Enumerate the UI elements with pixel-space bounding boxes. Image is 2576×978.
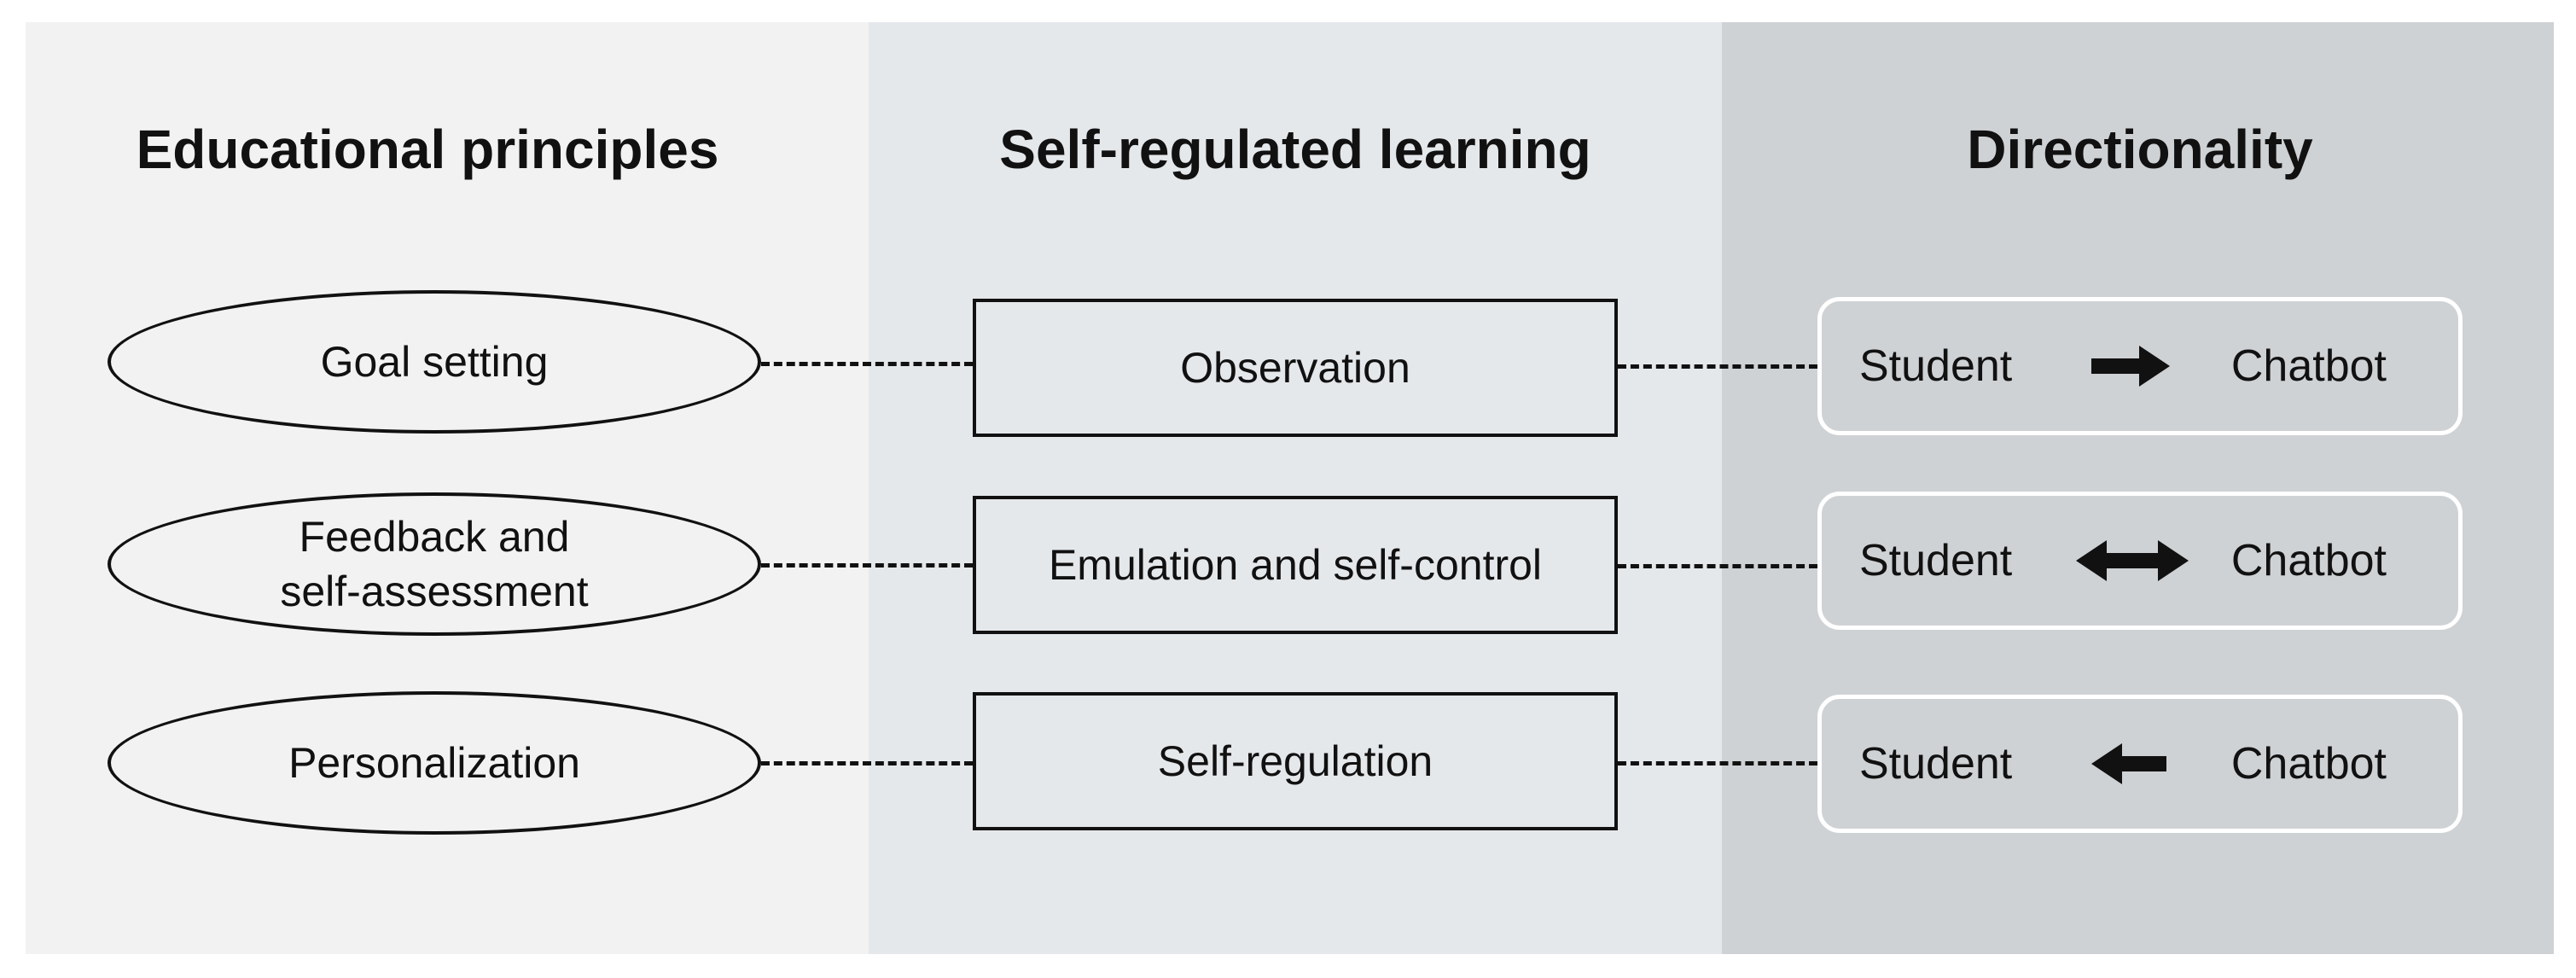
connector-emulation-direction	[1618, 564, 1817, 568]
connector-observation-direction	[1618, 364, 1817, 369]
srl-self-regulation: Self-regulation	[973, 692, 1618, 830]
principle-label: Goal setting	[320, 338, 549, 386]
srl-label: Self-regulation	[1157, 737, 1433, 785]
chatbot-label: Chatbot	[2230, 739, 2387, 789]
principle-feedback-self-assessment: Feedback and self-assessment	[108, 492, 761, 636]
principle-personalization: Personalization	[108, 691, 761, 835]
direction-chatbot-to-student: Student Chatbot	[1817, 695, 2463, 833]
heading-self-regulated-learning: Self-regulated learning	[999, 119, 1591, 180]
student-label: Student	[1859, 341, 2013, 391]
direction-student-to-chatbot: Student Chatbot	[1817, 297, 2463, 435]
srl-observation: Observation	[973, 299, 1618, 437]
left-arrow-icon	[2091, 743, 2166, 784]
heading-directionality: Directionality	[1967, 119, 2313, 180]
chatbot-label: Chatbot	[2230, 341, 2387, 391]
connector-personalization-selfregulation	[761, 761, 973, 766]
heading-educational-principles: Educational principles	[136, 119, 719, 180]
connector-goal-observation	[761, 362, 973, 366]
principle-label: Personalization	[288, 739, 580, 787]
principle-goal-setting: Goal setting	[108, 290, 761, 434]
student-label: Student	[1859, 739, 2013, 789]
double-arrow-icon	[2076, 540, 2189, 581]
student-label: Student	[1859, 536, 2013, 585]
chatbot-label: Chatbot	[2230, 536, 2387, 585]
connector-feedback-emulation	[761, 563, 973, 568]
connector-selfregulation-direction	[1618, 761, 1817, 766]
direction-bidirectional: Student Chatbot	[1817, 492, 2463, 630]
srl-emulation-self-control: Emulation and self-control	[973, 496, 1618, 634]
srl-label: Observation	[1180, 344, 1410, 392]
right-arrow-icon	[2091, 346, 2170, 387]
srl-label: Emulation and self-control	[1048, 541, 1543, 589]
principle-label: Feedback and self-assessment	[280, 513, 589, 615]
